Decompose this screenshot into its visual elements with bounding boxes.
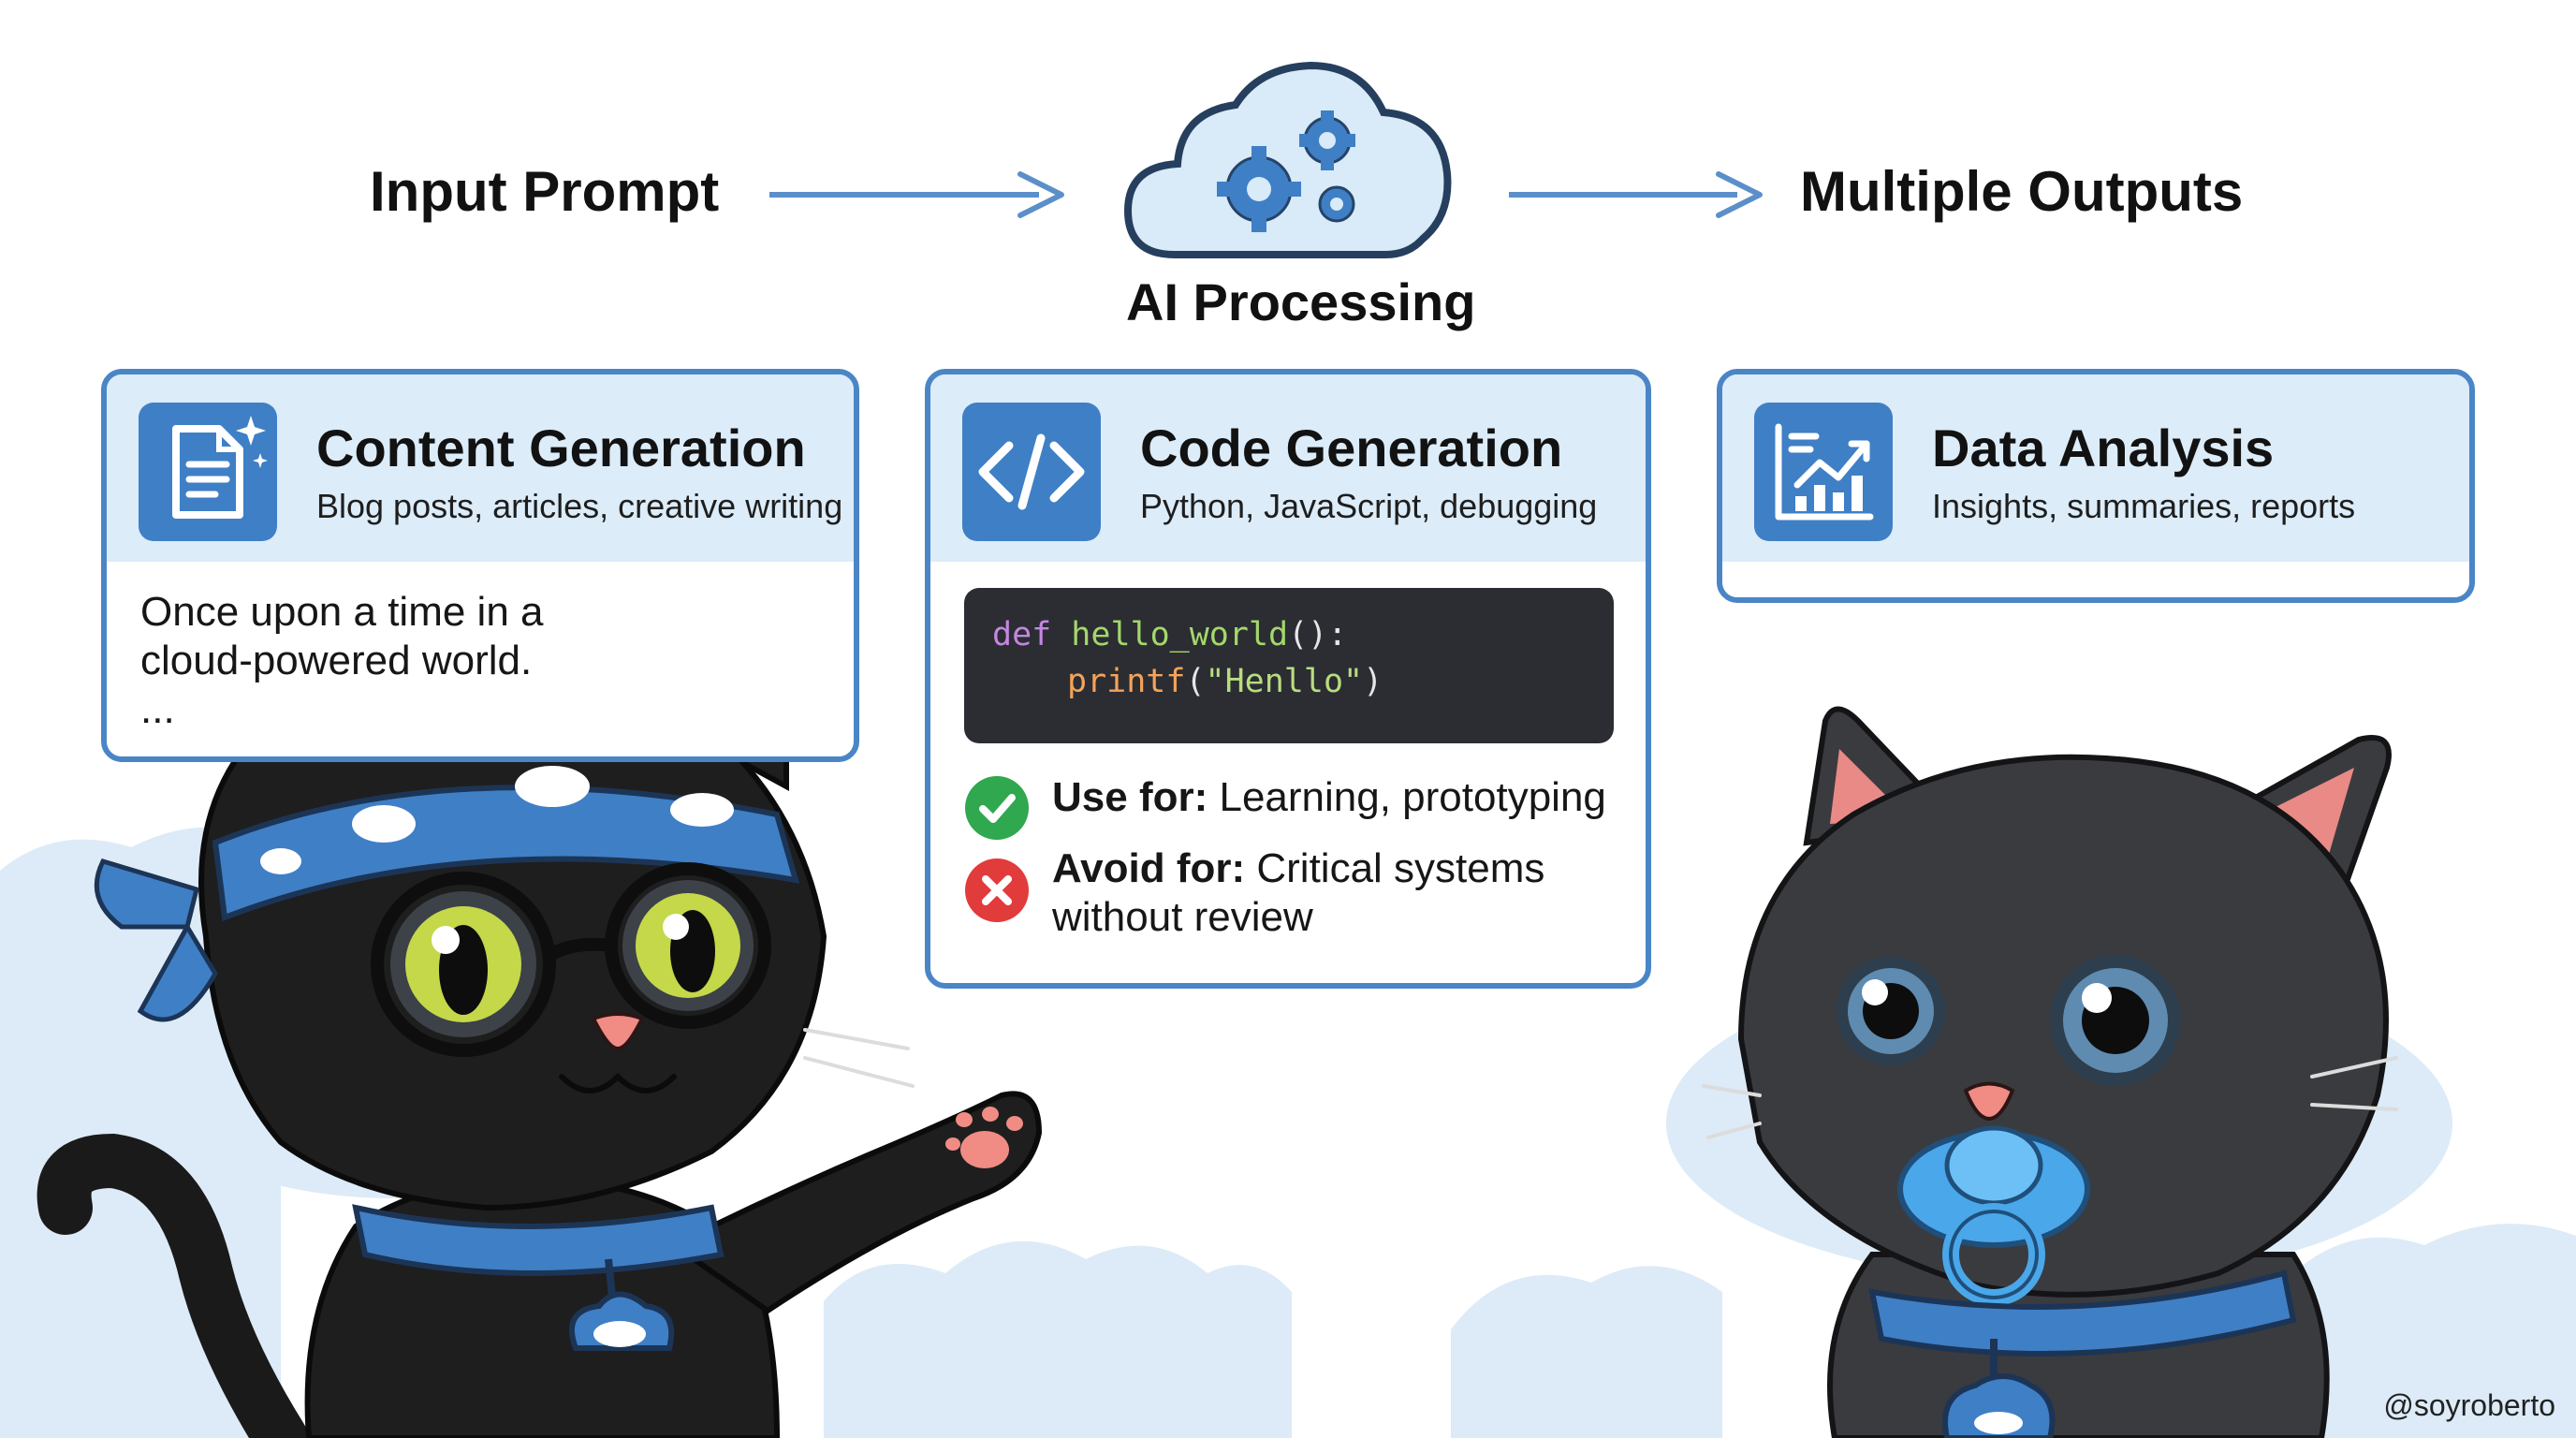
code-line: printf("Henllo"): [1067, 663, 1383, 700]
document-sparkle-icon: [139, 403, 277, 541]
avoid-for-value: Critical systems: [1256, 845, 1545, 891]
bar-chart-icon: [1754, 403, 1893, 541]
black-cat-illustration: [37, 627, 1043, 1438]
avoid-for-value-line2: without review: [1052, 894, 1313, 940]
use-for-value: Learning, prototyping: [1219, 774, 1606, 820]
card-title: Code Generation: [1140, 418, 1563, 477]
avoid-for-text: Avoid for: Critical systems without revi…: [1052, 844, 1544, 942]
data-analysis-card: Data Analysis Insights, summaries, repor…: [1717, 369, 2475, 603]
arrow-right-icon: [769, 171, 1064, 218]
code-punctuation: ():: [1288, 616, 1348, 653]
use-for-label: Use for:: [1052, 774, 1208, 820]
card-subtitle: Python, JavaScript, debugging: [1140, 487, 1598, 525]
code-generation-card: Code Generation Python, JavaScript, debu…: [925, 369, 1651, 989]
code-string: "Henllo": [1205, 663, 1364, 700]
story-line: ...: [140, 686, 175, 732]
code-line: def hello_world():: [992, 616, 1347, 653]
story-line: cloud-powered world.: [140, 638, 533, 683]
code-brackets-icon: [962, 403, 1101, 541]
gear-cloud-icon: [1123, 61, 1452, 258]
kitten-illustration: [1702, 706, 2398, 1438]
ai-processing-label: AI Processing: [1126, 272, 1476, 331]
story-sample: Once upon a time in a cloud-powered worl…: [140, 588, 796, 734]
code-call: printf: [1067, 663, 1186, 700]
code-punctuation: (: [1185, 663, 1206, 700]
card-header: Data Analysis Insights, summaries, repor…: [1722, 374, 2469, 562]
code-function-name: hello_world: [1071, 616, 1289, 653]
card-header: Code Generation Python, JavaScript, debu…: [930, 374, 1646, 562]
content-generation-card: Content Generation Blog posts, articles,…: [101, 369, 859, 762]
x-circle-icon: [965, 858, 1029, 922]
card-title: Content Generation: [316, 418, 806, 477]
story-line: Once upon a time in a: [140, 589, 544, 635]
use-for-text: Use for: Learning, prototyping: [1052, 773, 1606, 822]
arrow-right-icon: [1509, 171, 1763, 218]
code-keyword: def: [992, 616, 1052, 653]
author-credit: @soyroberto: [2383, 1388, 2555, 1422]
card-subtitle: Insights, summaries, reports: [1932, 487, 2356, 525]
check-circle-icon: [965, 776, 1029, 840]
multiple-outputs-label: Multiple Outputs: [1800, 160, 2244, 223]
avoid-for-label: Avoid for:: [1052, 845, 1246, 891]
code-punctuation: ): [1363, 663, 1383, 700]
input-prompt-label: Input Prompt: [370, 160, 720, 223]
card-subtitle: Blog posts, articles, creative writing: [316, 487, 843, 525]
code-snippet: def hello_world(): printf("Henllo"): [964, 588, 1614, 743]
card-header: Content Generation Blog posts, articles,…: [107, 374, 854, 562]
card-title: Data Analysis: [1932, 418, 2275, 477]
